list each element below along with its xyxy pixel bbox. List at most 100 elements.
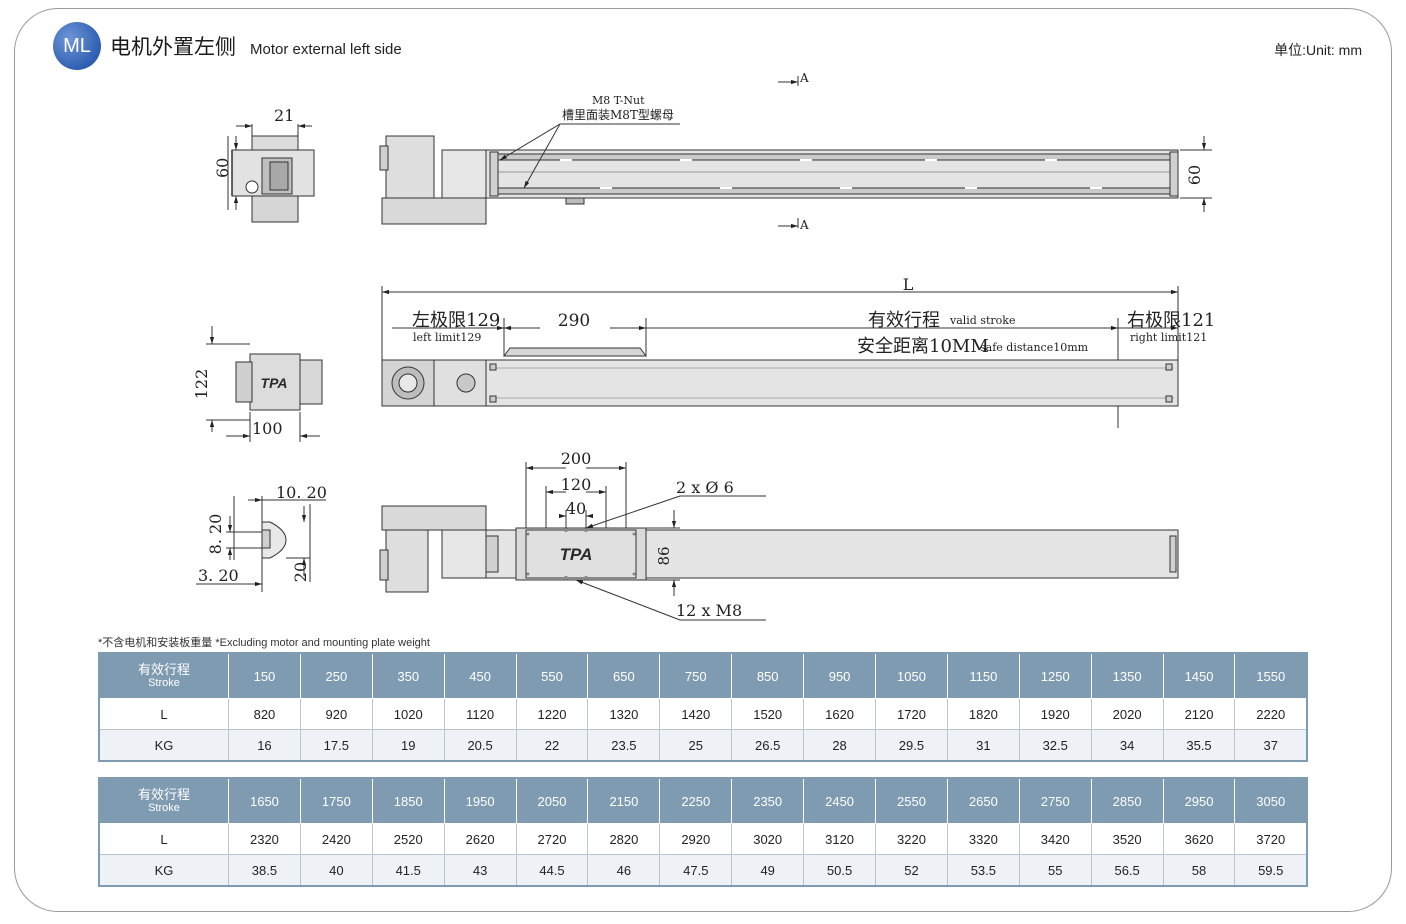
weight-cell: 17.5 [299, 729, 373, 762]
stroke-cell: 450 [443, 652, 517, 699]
stroke-cell: 3050 [1234, 777, 1308, 824]
dim-60-right: 60 [1185, 165, 1204, 185]
page-frame [14, 8, 1392, 912]
stroke-cell: 1750 [299, 777, 373, 824]
length-cell: 1820 [946, 698, 1020, 730]
stroke-cell: 1350 [1090, 652, 1164, 699]
weight-label: KG [98, 729, 229, 762]
stroke-cell: 1450 [1162, 652, 1236, 699]
length-cell: 2120 [1162, 698, 1236, 730]
length-cell: 1520 [731, 698, 805, 730]
stroke-cell: 1850 [371, 777, 445, 824]
length-cell: 2520 [371, 823, 445, 855]
dim-120: 120 [561, 475, 592, 494]
dim-40: 40 [566, 499, 586, 518]
weight-cell: 46 [587, 854, 661, 887]
length-cell: 3520 [1090, 823, 1164, 855]
length-cell: 1920 [1018, 698, 1092, 730]
stroke-cell: 250 [299, 652, 373, 699]
stroke-cell: 2150 [587, 777, 661, 824]
tpa-logo-carriage: TPA [560, 545, 593, 564]
stroke-cell: 2850 [1090, 777, 1164, 824]
weight-cell: 25 [659, 729, 733, 762]
weight-cell: 26.5 [731, 729, 805, 762]
length-cell: 3320 [946, 823, 1020, 855]
stroke-cell: 2250 [659, 777, 733, 824]
technical-drawing: 21 60 [192, 71, 1215, 621]
weight-cell: 29.5 [875, 729, 948, 762]
stroke-cell: 2550 [875, 777, 948, 824]
stroke-cell: 2350 [731, 777, 805, 824]
weight-note: *不含电机和安装板重量 *Excluding motor and mountin… [98, 637, 430, 649]
length-cell: 3220 [875, 823, 948, 855]
stroke-cell: 1950 [443, 777, 517, 824]
end-view-bottom [196, 496, 326, 592]
dim-200: 200 [561, 449, 592, 468]
side-view-top [379, 76, 1212, 229]
stroke-cell: 1550 [1234, 652, 1308, 699]
stroke-cell: 950 [803, 652, 877, 699]
dim-100: 100 [252, 419, 283, 438]
tpa-logo-end: TPA [261, 375, 288, 391]
length-cell: 920 [299, 698, 373, 730]
stroke-cell: 2450 [803, 777, 877, 824]
stroke-cell: 1250 [1018, 652, 1092, 699]
stroke-cell: 650 [587, 652, 661, 699]
valid-stroke-cn: 有效行程 [868, 310, 940, 331]
weight-cell: 44.5 [515, 854, 589, 887]
side-view-middle [381, 286, 1179, 428]
weight-cell: 40 [299, 854, 373, 887]
left-limit-cn: 左极限129 [412, 310, 500, 331]
weight-cell: 53.5 [946, 854, 1020, 887]
length-cell: 2820 [587, 823, 661, 855]
length-cell: 3720 [1234, 823, 1308, 855]
weight-cell: 16 [228, 729, 301, 762]
weight-cell: 41.5 [371, 854, 445, 887]
weight-cell: 58 [1162, 854, 1236, 887]
length-cell: 2020 [1090, 698, 1164, 730]
weight-cell: 32.5 [1018, 729, 1092, 762]
length-cell: 2320 [228, 823, 301, 855]
weight-cell: 23.5 [587, 729, 661, 762]
dim-290: 290 [558, 311, 590, 331]
dim-122: 122 [192, 369, 211, 400]
section-mark-bottom: A [799, 218, 809, 232]
weight-cell: 43 [443, 854, 517, 887]
dim-60-left: 60 [213, 158, 232, 178]
length-cell: 1120 [443, 698, 517, 730]
weight-label: KG [98, 854, 229, 887]
stroke-cell: 2950 [1162, 777, 1236, 824]
dim-21: 21 [274, 106, 294, 125]
weight-cell: 47.5 [659, 854, 733, 887]
length-cell: 820 [228, 698, 301, 730]
stroke-cell: 350 [371, 652, 445, 699]
side-view-bottom [379, 462, 1179, 621]
weight-cell: 22 [515, 729, 589, 762]
stroke-cell: 2050 [515, 777, 589, 824]
stroke-cell: 1150 [946, 652, 1020, 699]
length-cell: 1420 [659, 698, 733, 730]
weight-cell: 19 [371, 729, 445, 762]
unit-label: 单位:Unit: mm [1274, 42, 1362, 58]
right-limit-en: right limit121 [1130, 331, 1207, 344]
weight-cell: 31 [946, 729, 1020, 762]
stroke-cell: 550 [515, 652, 589, 699]
dim-10-20: 10. 20 [276, 483, 327, 502]
stroke-cell: 2750 [1018, 777, 1092, 824]
safe-distance-cn: 安全距离10MM [857, 336, 989, 357]
weight-cell: 38.5 [228, 854, 301, 887]
stroke-cell: 850 [731, 652, 805, 699]
tnut-label-en: M8 T-Nut [592, 94, 645, 107]
end-view-middle [206, 326, 323, 442]
section-mark-top: A [799, 71, 809, 85]
end-view-top [227, 123, 315, 223]
length-cell: 1620 [803, 698, 877, 730]
stroke-cell: 750 [659, 652, 733, 699]
length-cell: 2920 [659, 823, 733, 855]
